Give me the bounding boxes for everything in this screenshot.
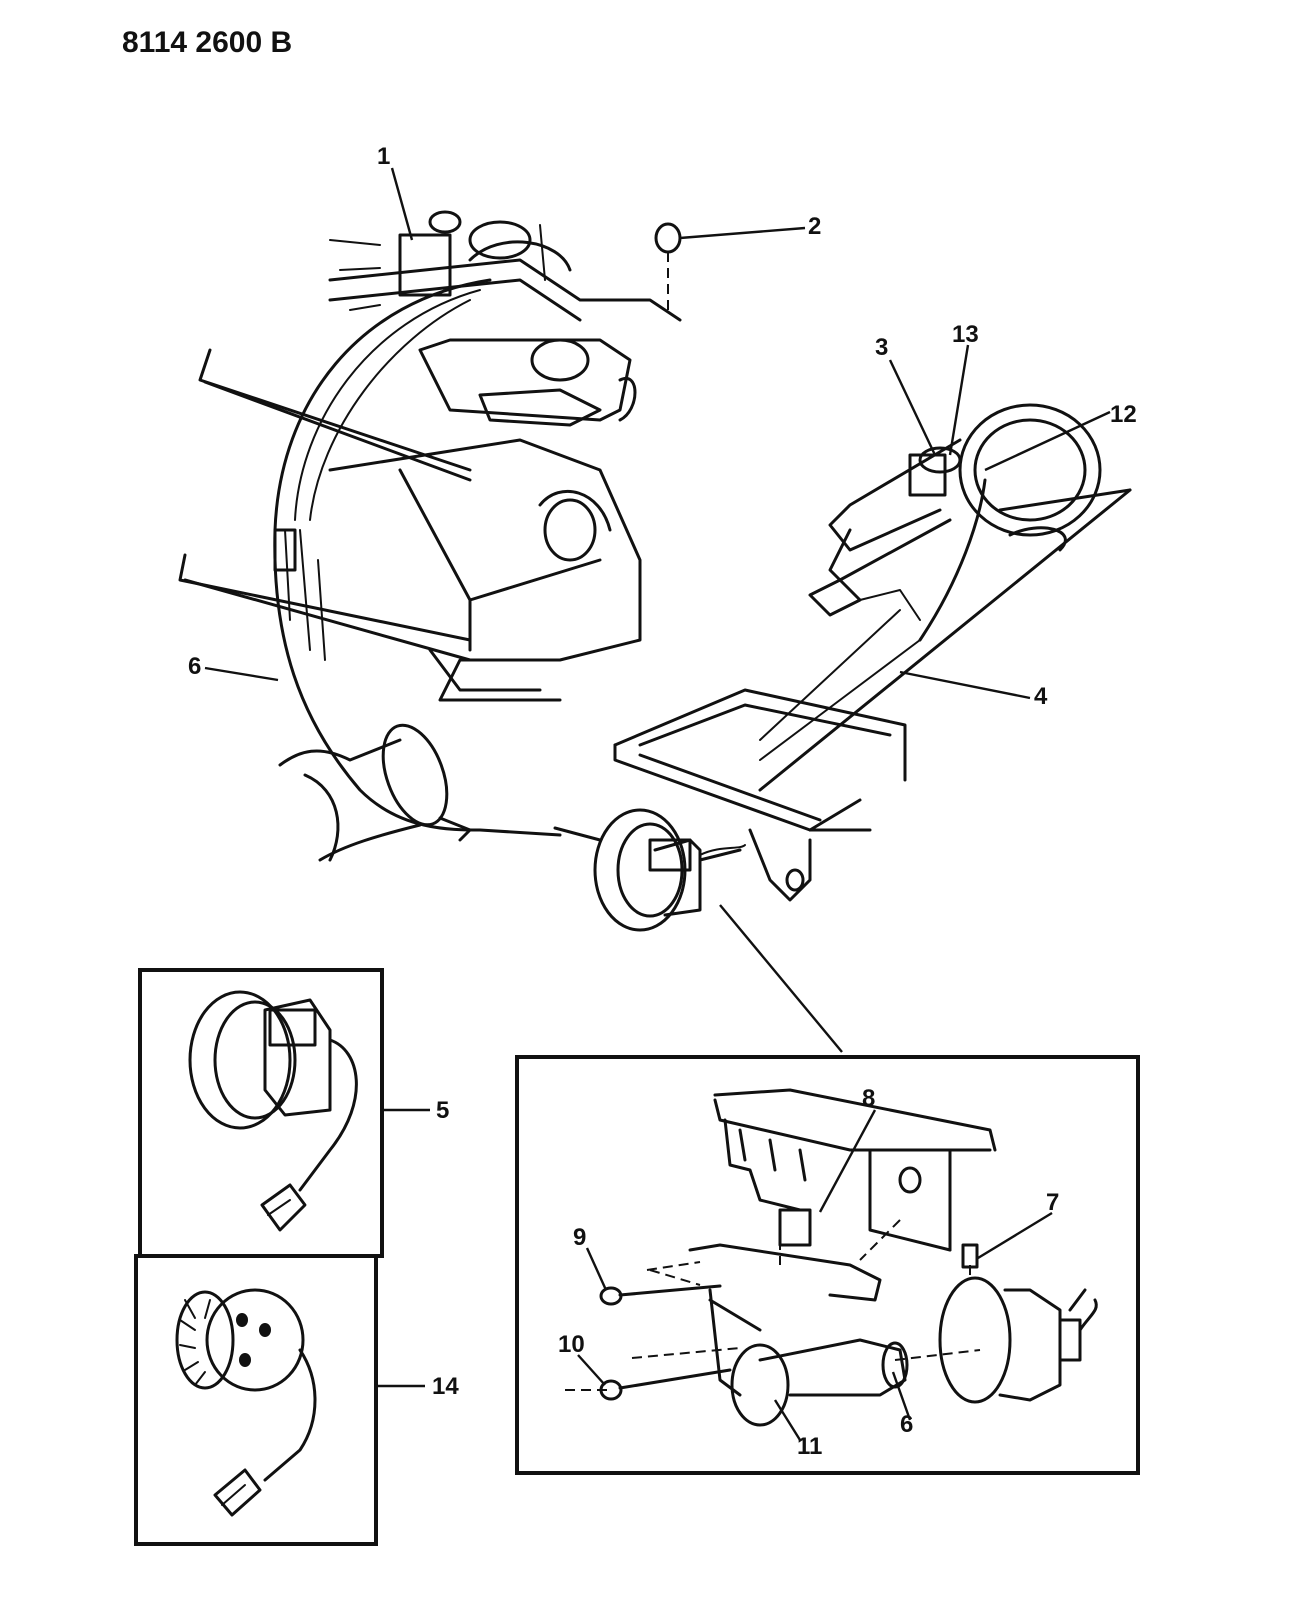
grommet-2-illustration — [654, 222, 682, 310]
engine-bay-illustration — [178, 210, 682, 702]
detail-box — [515, 1055, 1140, 1475]
callout-10: 10 — [558, 1331, 585, 1358]
detail-leader — [719, 904, 843, 1053]
callout-14: 14 — [432, 1373, 459, 1400]
callout-6-cable: 6 — [188, 653, 201, 680]
callout-9: 9 — [573, 1224, 586, 1251]
callout-2: 2 — [808, 213, 821, 240]
brake-booster-illustration — [808, 403, 1132, 642]
callout-5: 5 — [436, 1097, 449, 1124]
callout-11: 11 — [797, 1433, 822, 1460]
callout-leaders — [204, 167, 1111, 1441]
callout-4: 4 — [1034, 683, 1048, 710]
steering-column-illustration — [278, 723, 449, 862]
servo-unit-illustration — [593, 808, 746, 932]
callout-12: 12 — [1110, 401, 1137, 428]
detail-bracket-illustration — [565, 1088, 1098, 1427]
inset-box-5 — [138, 968, 384, 1258]
speed-control-cable-illustration — [273, 278, 602, 842]
frame-rail-illustration — [613, 488, 1132, 902]
callout-3: 3 — [875, 334, 888, 361]
callout-1: 1 — [377, 143, 390, 170]
callout-13: 13 — [952, 321, 979, 348]
inset-box-14 — [134, 1254, 378, 1546]
servo-variant-5-illustration — [188, 990, 358, 1232]
callout-8: 8 — [862, 1085, 875, 1112]
callout-6-detail: 6 — [900, 1411, 913, 1438]
servo-variant-14-illustration — [175, 1288, 317, 1517]
diagram-code: 8114 2600 B — [122, 26, 292, 59]
callout-7: 7 — [1046, 1189, 1059, 1216]
